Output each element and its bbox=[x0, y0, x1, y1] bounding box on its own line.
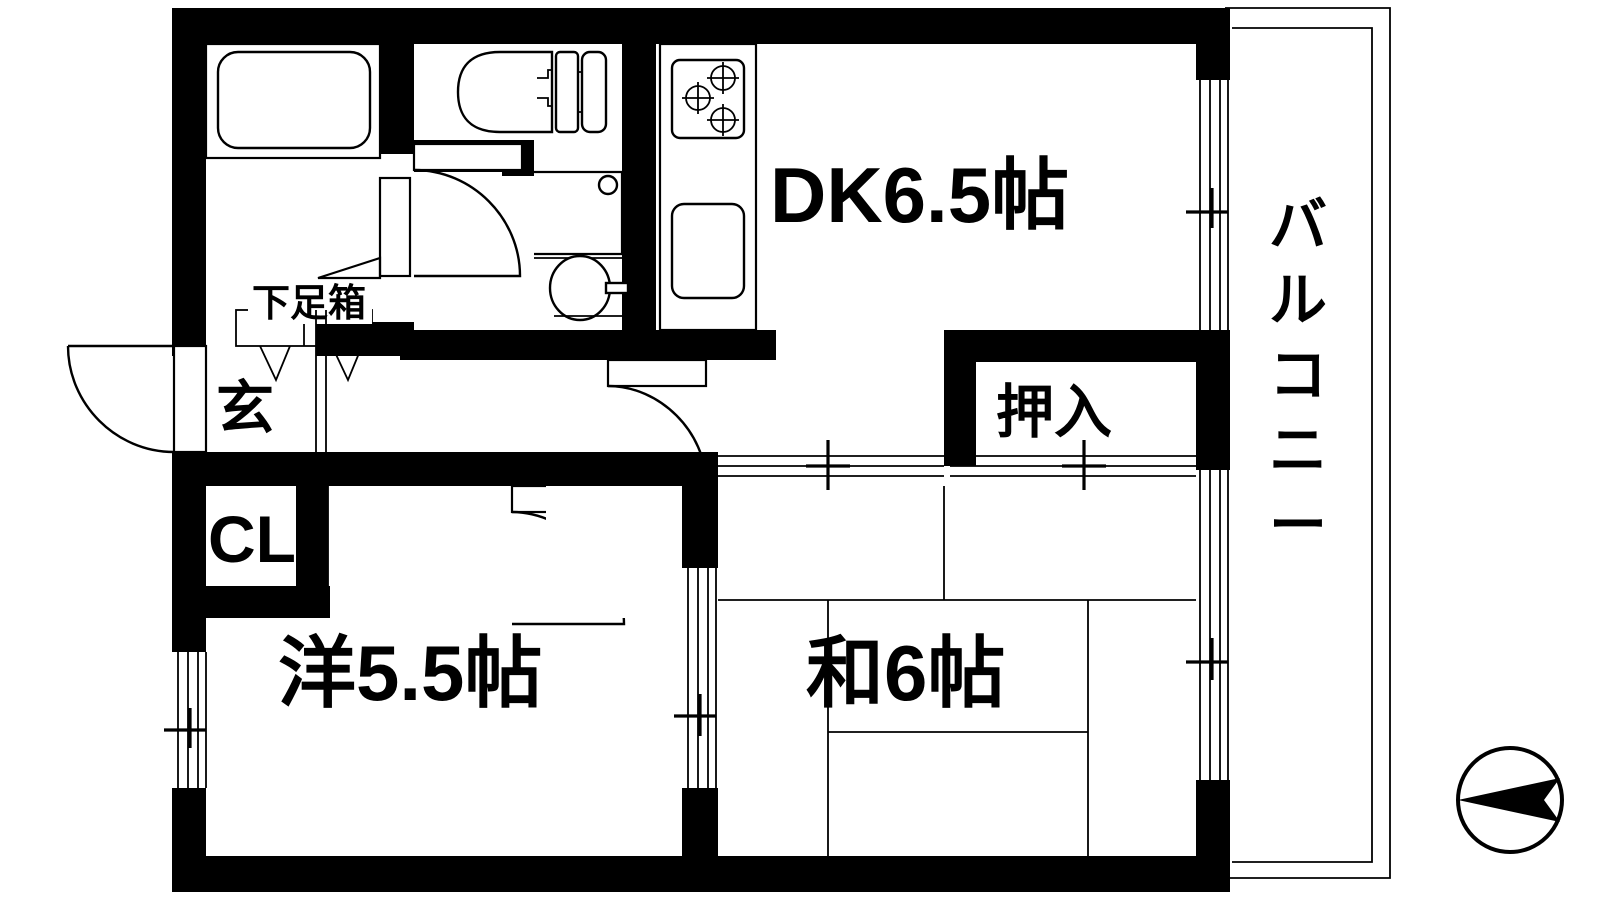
closet-cl: CL bbox=[206, 486, 296, 586]
genkan-area: 玄 bbox=[206, 310, 316, 452]
oshiire-area: 押入 bbox=[976, 362, 1196, 466]
toilet-door[interactable] bbox=[412, 142, 524, 278]
toilet-tank-icon bbox=[554, 50, 580, 134]
svg-text:ル: ル bbox=[1269, 268, 1327, 333]
kitchen-counter bbox=[658, 42, 758, 332]
washroom-area bbox=[534, 170, 630, 330]
compass-icon bbox=[1456, 746, 1564, 854]
room-label-dk: DK6.5帖 bbox=[770, 151, 1069, 239]
closet-label: CL bbox=[208, 502, 296, 576]
balcony-outline bbox=[1225, 7, 1391, 879]
faucet-hole-icon bbox=[597, 174, 619, 196]
balcony-label-ba: バ bbox=[1269, 193, 1327, 258]
genkan-label: 玄 bbox=[216, 376, 274, 441]
oshiire-sliding-doors[interactable] bbox=[950, 440, 1196, 490]
bathtub-icon bbox=[216, 50, 372, 150]
room-label-washitsu: 和6帖 bbox=[806, 629, 1005, 717]
kitchen-sink-icon bbox=[670, 202, 746, 300]
dk-hall-door[interactable] bbox=[606, 358, 708, 486]
hall-area bbox=[546, 486, 682, 618]
hall-washitsu-sliding-doors[interactable] bbox=[718, 440, 944, 490]
oshiire-label: 押入 bbox=[996, 380, 1112, 445]
genkan-corridor-lines bbox=[315, 310, 327, 452]
svg-text:ニ: ニ bbox=[1269, 418, 1327, 483]
entrance-door[interactable] bbox=[66, 344, 208, 454]
yoshitsu-window[interactable] bbox=[164, 652, 207, 788]
toilet-area bbox=[414, 44, 622, 140]
shoe-cabinet-label: 下足箱 bbox=[252, 283, 366, 325]
bathroom-area bbox=[204, 42, 382, 322]
room-label-yoshitsu: 洋5.5帖 bbox=[278, 629, 542, 717]
svg-text:コ: コ bbox=[1269, 343, 1327, 408]
svg-text:ー: ー bbox=[1269, 493, 1327, 558]
yoshitsu-washitsu-sliding-doors[interactable] bbox=[674, 568, 717, 788]
dk-area: DK6.5帖 bbox=[656, 42, 1196, 332]
washitsu-balcony-sliding-door[interactable] bbox=[1186, 470, 1229, 780]
bathroom-sliding-door[interactable] bbox=[317, 176, 412, 280]
wall-structure bbox=[172, 8, 1230, 892]
toilet-bowl-icon bbox=[456, 50, 554, 134]
wash-basin-icon bbox=[548, 254, 612, 322]
balcony-label-group: バ ル コ ニ ー bbox=[1269, 193, 1327, 558]
stove-burners bbox=[682, 62, 739, 136]
shoe-cabinet[interactable]: 下足箱 bbox=[235, 282, 373, 383]
dk-balcony-sliding-door[interactable] bbox=[1186, 80, 1229, 330]
